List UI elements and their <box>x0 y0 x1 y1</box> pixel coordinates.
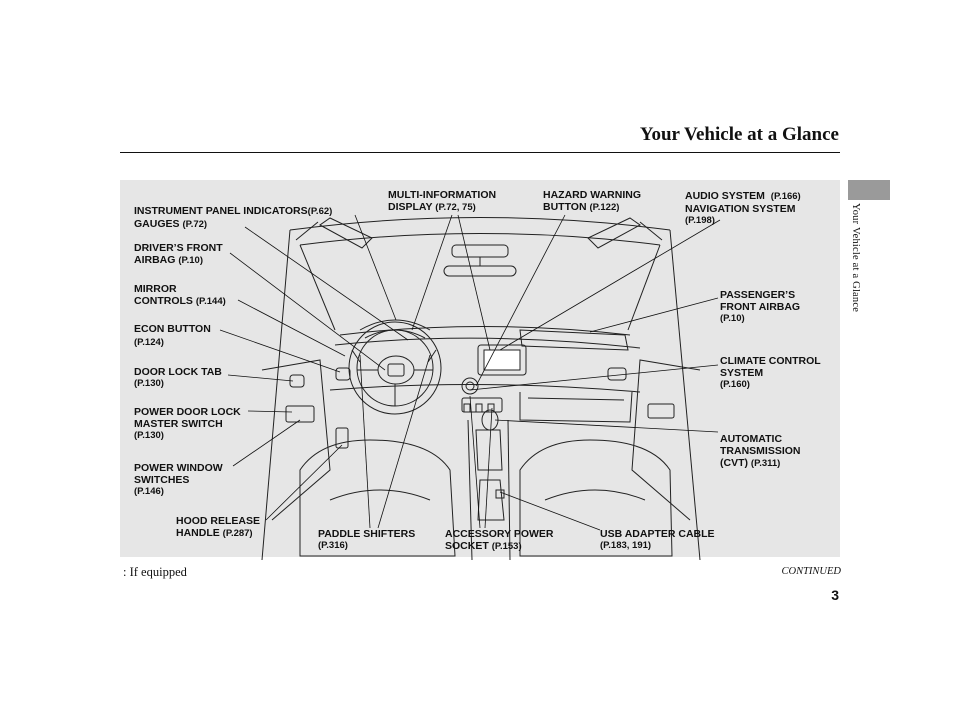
label-line: MIRROR <box>134 283 177 295</box>
label-line: HAZARD WARNING <box>543 189 641 201</box>
label-instrument-panel: INSTRUMENT PANEL INDICATORS(P.62) GAUGES… <box>134 205 332 231</box>
page-ref: (P.144) <box>195 296 226 307</box>
label-line: (CVT) <box>720 457 748 469</box>
page-ref: (P.311) <box>750 458 781 469</box>
page-ref: (P.146) <box>134 486 164 497</box>
label-line: DOOR LOCK TAB <box>134 366 222 378</box>
label-hazard-button: HAZARD WARNING BUTTON (P.122) <box>543 189 641 214</box>
page-ref: (P.10) <box>720 313 745 324</box>
continued-label: CONTINUED <box>781 566 841 577</box>
label-climate-control: CLIMATE CONTROL SYSTEM (P.160) <box>720 355 821 391</box>
label-line: HANDLE <box>176 527 220 539</box>
section-tab-label: Your Vehicle at a Glance <box>850 203 861 313</box>
label-econ-button: ECON BUTTON (P.124) <box>134 323 211 349</box>
label-line: PASSENGER’S <box>720 289 796 301</box>
label-paddle-shifters: PADDLE SHIFTERS (P.316) <box>318 528 415 552</box>
label-line: TRANSMISSION <box>720 445 801 457</box>
label-line: SYSTEM <box>720 367 764 379</box>
label-line: AUDIO SYSTEM <box>685 190 765 202</box>
page-ref: (P.10) <box>178 255 203 266</box>
label-line: BUTTON <box>543 201 587 213</box>
footnote: : If equipped <box>123 565 187 579</box>
label-line: SWITCHES <box>134 474 190 486</box>
label-door-lock-tab: DOOR LOCK TAB (P.130) <box>134 366 222 390</box>
page-ref: (P.316) <box>318 540 348 551</box>
label-line: GAUGES <box>134 218 180 230</box>
label-usb-cable: USB ADAPTER CABLE (P.183, 191) <box>600 528 715 552</box>
label-driver-airbag: DRIVER’S FRONT AIRBAG (P.10) <box>134 242 223 267</box>
label-multi-info-display: MULTI-INFORMATION DISPLAY (P.72, 75) <box>388 189 496 214</box>
label-line: FRONT AIRBAG <box>720 301 801 313</box>
page-ref: (P.153) <box>491 541 522 552</box>
label-line: SOCKET <box>445 540 489 552</box>
page-ref: (P.124) <box>134 337 164 348</box>
page-ref: (P.130) <box>134 378 164 389</box>
page-ref: (P.160) <box>720 379 750 390</box>
page-number: 3 <box>831 587 839 603</box>
label-power-window: POWER WINDOW SWITCHES (P.146) <box>134 462 223 498</box>
label-line: ACCESSORY POWER <box>445 528 554 540</box>
label-line: CONTROLS <box>134 295 193 307</box>
label-line: MASTER SWITCH <box>134 418 223 430</box>
label-accessory-socket: ACCESSORY POWER SOCKET (P.153) <box>445 528 554 553</box>
label-line: ECON BUTTON <box>134 323 211 335</box>
page-ref: (P.72, 75) <box>435 202 476 213</box>
page-ref: (P.62) <box>307 206 333 217</box>
label-line: PADDLE SHIFTERS <box>318 528 416 540</box>
label-passenger-airbag: PASSENGER’S FRONT AIRBAG (P.10) <box>720 289 800 325</box>
label-line: AIRBAG <box>134 254 176 266</box>
header-rule <box>120 152 840 153</box>
section-tab <box>848 180 890 200</box>
label-line: DRIVER’S FRONT <box>134 242 223 254</box>
label-line: MULTI-INFORMATION <box>388 189 497 201</box>
label-transmission: AUTOMATIC TRANSMISSION (CVT) (P.311) <box>720 433 801 470</box>
label-line: POWER WINDOW <box>134 462 223 474</box>
label-line: USB ADAPTER CABLE <box>600 528 715 540</box>
page-ref: (P.122) <box>589 202 620 213</box>
label-line: DISPLAY <box>388 201 433 213</box>
page-ref: (P.166) <box>770 191 801 202</box>
page-ref: (P.183, 191) <box>600 540 652 551</box>
label-line: CLIMATE CONTROL <box>720 355 821 367</box>
label-power-door-lock: POWER DOOR LOCK MASTER SWITCH (P.130) <box>134 406 241 442</box>
page-ref: (P.287) <box>222 528 253 539</box>
label-line: AUTOMATIC <box>720 433 783 445</box>
label-audio-navigation: AUDIO SYSTEM (P.166) NAVIGATION SYSTEM (… <box>685 190 801 227</box>
label-line: POWER DOOR LOCK <box>134 406 241 418</box>
page-ref: (P.72) <box>182 219 208 230</box>
diagram-panel <box>120 180 840 557</box>
label-line: NAVIGATION SYSTEM <box>685 203 796 215</box>
label-line: INSTRUMENT PANEL INDICATORS <box>134 205 308 217</box>
label-mirror-controls: MIRROR CONTROLS (P.144) <box>134 283 226 308</box>
page-ref: (P.198) <box>685 215 715 226</box>
label-line: HOOD RELEASE <box>176 515 261 527</box>
page-ref: (P.130) <box>134 430 164 441</box>
page-title: Your Vehicle at a Glance <box>639 124 839 145</box>
label-hood-release: HOOD RELEASE HANDLE (P.287) <box>176 515 260 540</box>
